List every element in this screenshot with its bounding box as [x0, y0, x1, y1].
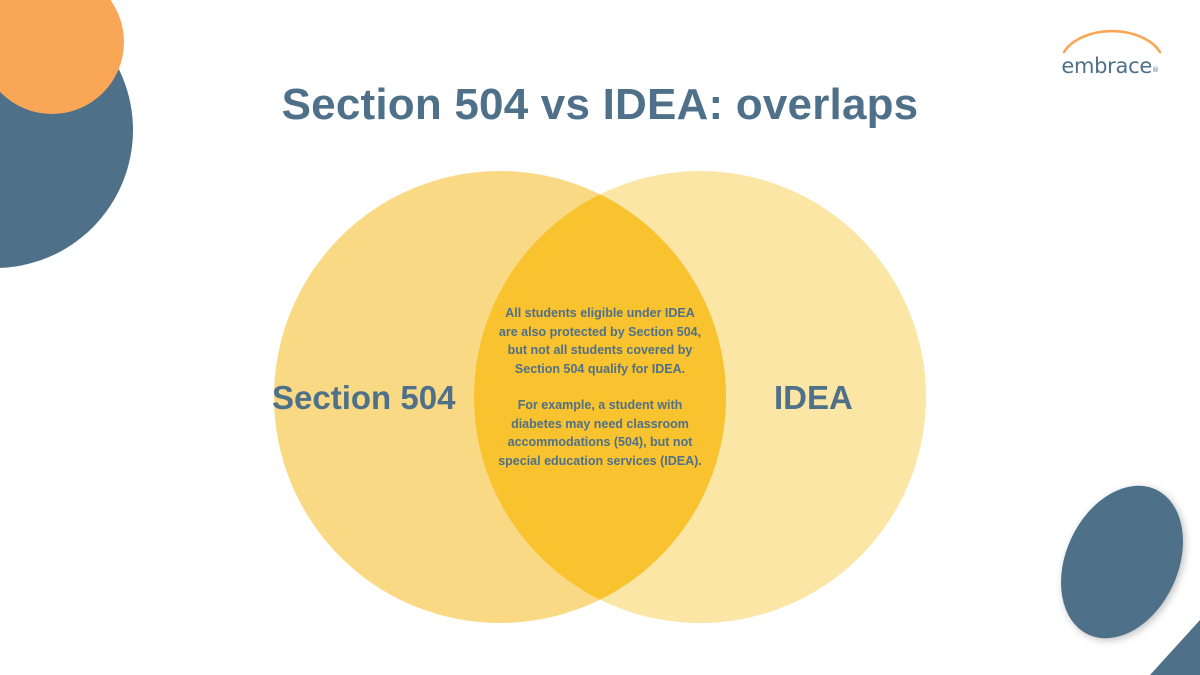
page-title: Section 504 vs IDEA: overlaps [281, 80, 919, 129]
logo-text: embrace® [1061, 54, 1159, 78]
overlap-paragraph-eligibility: All students eligible under IDEA are als… [498, 306, 702, 376]
venn-label-section-504: Section 504 [272, 379, 456, 416]
embrace-logo: embrace® [1050, 16, 1170, 82]
overlap-paragraph-example: For example, a student with diabetes may… [498, 398, 702, 468]
logo-arc-icon [1062, 29, 1162, 54]
venn-overlap-region [474, 171, 726, 623]
decorative-blob-bottom-right [1061, 485, 1200, 675]
decorative-corner-shapes-top-left [0, 0, 133, 268]
venn-label-idea: IDEA [774, 379, 853, 416]
venn-overlap-text: All students eligible under IDEA are als… [496, 304, 704, 470]
